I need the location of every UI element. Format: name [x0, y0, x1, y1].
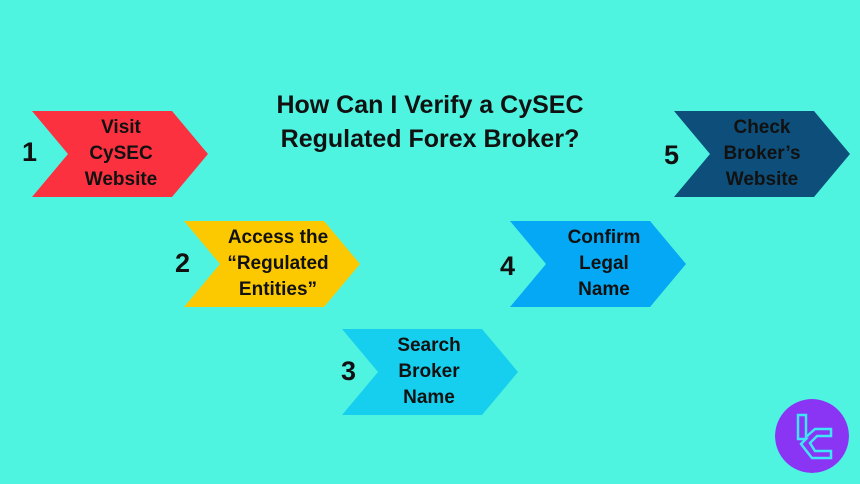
diagram-title: How Can I Verify a CySEC Regulated Forex… — [240, 88, 620, 156]
chevron-arrow-icon — [184, 221, 360, 307]
step-5-number: 5 — [664, 140, 680, 170]
step-3-number: 3 — [341, 356, 357, 386]
step-2-label: Access the “Regulated Entities” — [227, 227, 329, 300]
step-1-label: Visit CySEC Website — [84, 117, 158, 190]
step-3-label: Search Broker Name — [397, 335, 461, 408]
brand-logo-icon — [775, 399, 849, 473]
title-line-2: Regulated Forex Broker? — [280, 125, 580, 153]
chevron-arrow-icon — [32, 111, 208, 197]
step-4-number: 4 — [500, 251, 516, 281]
step-2-chevron: Access the “Regulated Entities” — [184, 221, 360, 307]
chevron-arrow-icon — [510, 221, 686, 307]
step-1-number: 1 — [22, 137, 38, 167]
title-line-1: How Can I Verify a CySEC — [276, 91, 584, 119]
step-5-label: Check Broker’s Website — [723, 117, 801, 190]
step-4-chevron: Confirm Legal Name — [510, 221, 686, 307]
step-3-chevron: Search Broker Name — [342, 329, 518, 415]
chevron-arrow-icon — [342, 329, 518, 415]
step-1-chevron: Visit CySEC Website — [32, 111, 208, 197]
step-5-chevron: Check Broker’s Website — [674, 111, 850, 197]
step-2-number: 2 — [175, 248, 191, 278]
chevron-arrow-icon — [674, 111, 850, 197]
step-4-label: Confirm Legal Name — [567, 227, 641, 300]
